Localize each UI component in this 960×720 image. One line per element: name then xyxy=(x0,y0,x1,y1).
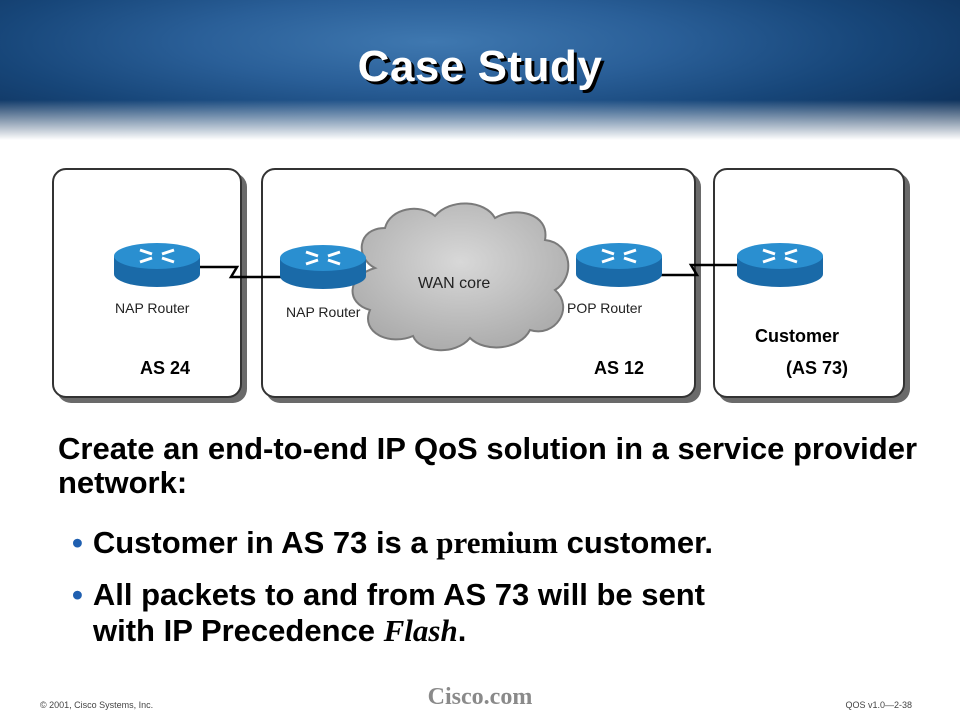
intro-text: Create an end-to-end IP QoS solution in … xyxy=(58,431,918,500)
serial-link-icon xyxy=(195,265,283,279)
bullet-premium: • Customer in AS 73 is a premium customer… xyxy=(72,526,713,560)
customer-router-icon xyxy=(737,243,823,287)
copyright: © 2001, Cisco Systems, Inc. xyxy=(40,700,154,710)
bullet-text: customer. xyxy=(557,525,714,560)
as24-label: AS 24 xyxy=(140,358,191,378)
as12-label: AS 12 xyxy=(594,358,645,378)
wan-cloud-icon xyxy=(351,202,570,352)
bullet-text: All packets to and from AS 73 will be se… xyxy=(92,577,705,612)
router-label: POP Router xyxy=(567,300,643,316)
bullet-icon: • xyxy=(72,577,83,612)
slide-title: Case Study xyxy=(357,42,603,91)
nap-router-icon xyxy=(280,245,366,289)
serial-link-icon xyxy=(655,263,743,277)
bullet-precedence: • All packets to and from AS 73 will be s… xyxy=(72,578,705,612)
slide-id: QOS v1.0—2-38 xyxy=(845,700,912,710)
flash-emphasis: Flash xyxy=(383,613,458,648)
network-diagram: WAN core NAP Router NAP Router POP Route… xyxy=(52,168,905,398)
as73-box xyxy=(713,168,905,398)
bullet-precedence-cont: with IP Precedence Flash. xyxy=(93,614,466,648)
as73-label: (AS 73) xyxy=(786,358,849,378)
bullet-text: . xyxy=(457,613,467,648)
nap-router-icon xyxy=(114,243,200,287)
title-banner: Case Study xyxy=(0,0,960,140)
pop-router-icon xyxy=(576,243,662,287)
wan-core-label: WAN core xyxy=(418,275,491,292)
customer-label: Customer xyxy=(755,326,840,346)
bullet-text: Customer in AS 73 is a xyxy=(92,525,437,560)
as24-box xyxy=(52,168,242,398)
bullet-icon: • xyxy=(72,525,83,560)
bullet-text: with IP Precedence xyxy=(93,613,384,648)
router-label: NAP Router xyxy=(115,300,190,316)
router-label: NAP Router xyxy=(286,304,361,320)
premium-emphasis: premium xyxy=(436,525,558,560)
cisco-logo: Cisco.com xyxy=(427,684,533,710)
